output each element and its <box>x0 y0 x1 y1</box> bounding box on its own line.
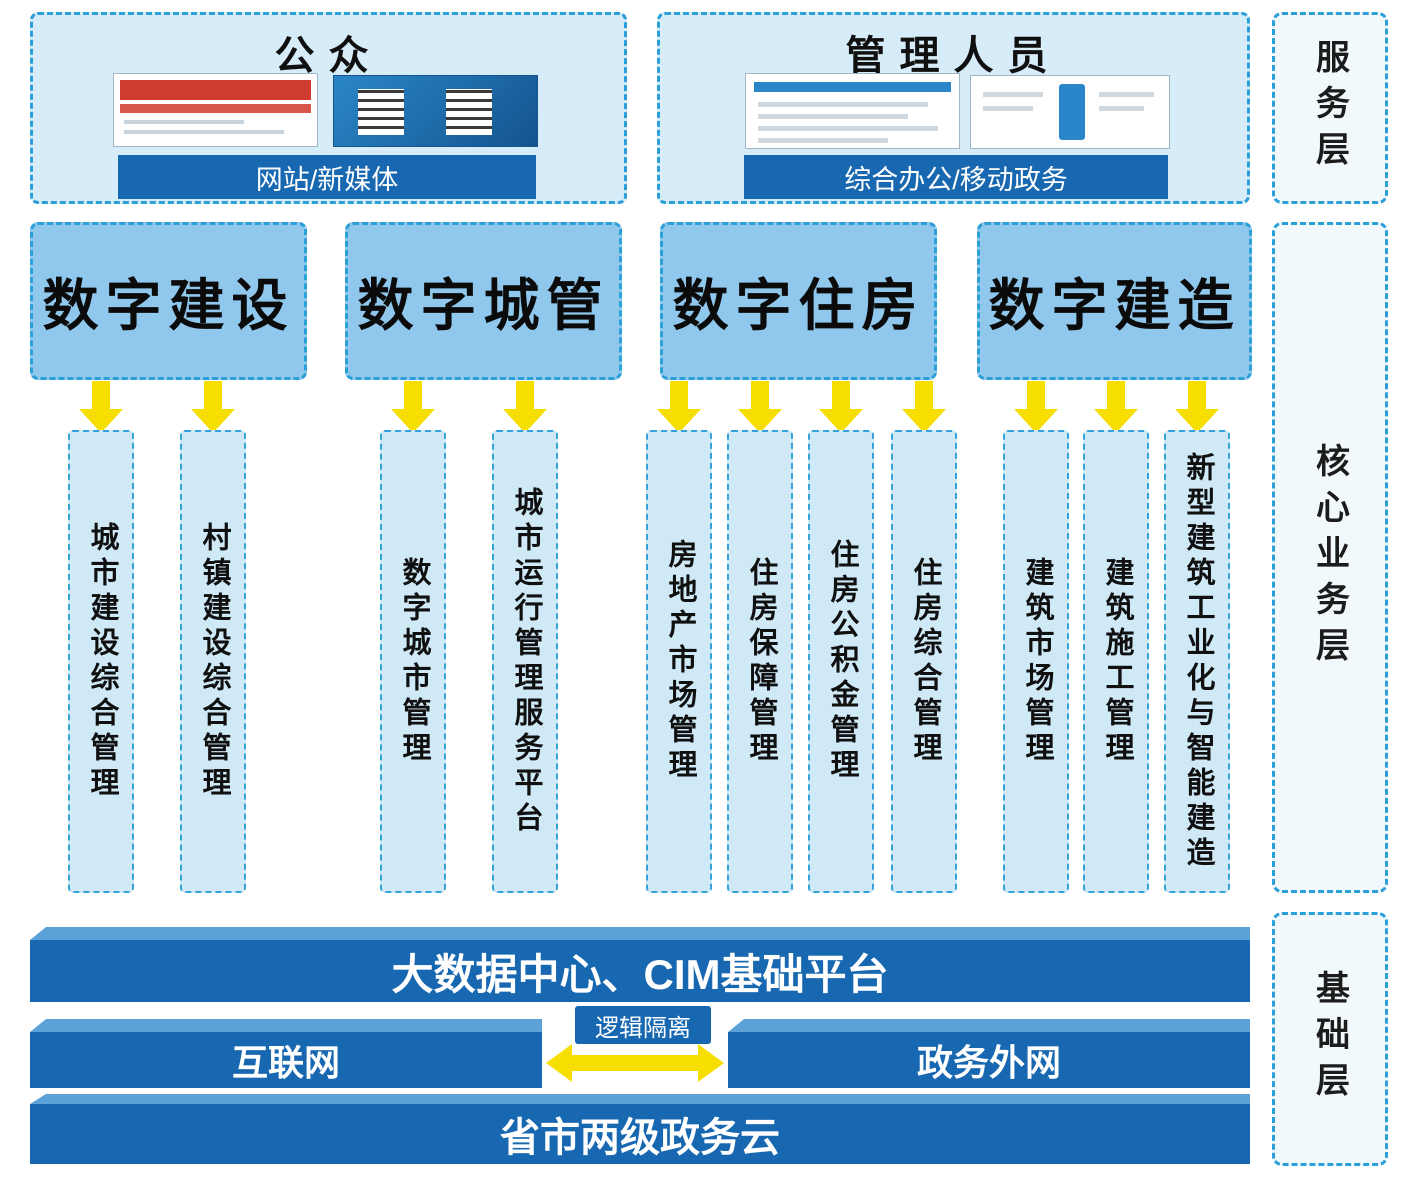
public-channel-bar: 网站/新媒体 <box>118 155 536 199</box>
down-arrow-icon <box>503 381 547 433</box>
down-arrow-icon <box>391 381 435 433</box>
column-label: 新型建筑工业化与智能建造 <box>1181 451 1214 872</box>
down-arrow-icon <box>191 381 235 433</box>
mobile-line <box>983 106 1033 111</box>
bar-top-face <box>30 1019 542 1032</box>
column-label: 住房公积金管理 <box>825 539 858 784</box>
down-arrow-icon <box>902 381 946 433</box>
website-line <box>124 120 244 124</box>
column-label: 数字城市管理 <box>397 556 430 767</box>
office-line <box>758 102 928 107</box>
admin-title: 管理人员 <box>845 34 1062 78</box>
down-arrow-icon <box>79 381 123 433</box>
website-screenshot <box>113 73 318 147</box>
column-label: 村镇建设综合管理 <box>197 521 230 802</box>
gov-extranet-bar: 政务外网 <box>728 1019 1250 1088</box>
layer-label-service: 服务层 <box>1272 12 1388 204</box>
admin-service-box: 管理人员 综合办公/移动政务 <box>657 12 1250 204</box>
bar-top-face <box>30 927 1250 940</box>
phone-icon <box>1059 84 1085 140</box>
internet-label: 互联网 <box>231 1042 340 1083</box>
down-arrow-icon <box>657 381 701 433</box>
admin-channel-bar: 综合办公/移动政务 <box>744 155 1168 199</box>
column-label: 建筑市场管理 <box>1020 556 1053 767</box>
office-system-screenshot <box>745 73 960 149</box>
mobile-line <box>1099 106 1144 111</box>
down-arrow-icon <box>819 381 863 433</box>
column-label: 城市建设综合管理 <box>85 521 118 802</box>
website-nav <box>120 104 311 113</box>
column-housing-comprehensive-mgmt: 住房综合管理 <box>891 430 957 893</box>
group-digital-urban-mgmt: 数字城管 <box>345 222 622 380</box>
column-real-estate-market-mgmt: 房地产市场管理 <box>646 430 712 893</box>
bar-top-face <box>728 1019 1250 1032</box>
mobile-line <box>1099 92 1154 97</box>
office-line <box>758 114 908 119</box>
down-arrow-icon <box>1175 381 1219 433</box>
double-arrow-icon <box>546 1044 724 1082</box>
down-arrow-icon <box>1014 381 1058 433</box>
down-arrow-icon <box>1094 381 1138 433</box>
office-line <box>758 138 888 143</box>
group-digital-construction: 数字建设 <box>30 222 307 380</box>
cloud-label: 省市两级政务云 <box>500 1116 780 1160</box>
column-label: 建筑施工管理 <box>1100 556 1133 767</box>
bar-top-face <box>30 1094 1250 1104</box>
group-digital-housing: 数字住房 <box>660 222 937 380</box>
public-title: 公众 <box>274 34 383 78</box>
internet-bar: 互联网 <box>30 1019 542 1088</box>
column-label: 城市运行管理服务平台 <box>509 486 542 837</box>
layer-label-core: 核心业务层 <box>1272 222 1388 893</box>
website-line <box>124 130 284 134</box>
extranet-label: 政务外网 <box>916 1042 1061 1083</box>
column-city-operation-platform: 城市运行管理服务平台 <box>492 430 558 893</box>
column-urban-construction-mgmt: 城市建设综合管理 <box>68 430 134 893</box>
layer-label-base: 基础层 <box>1272 912 1388 1166</box>
qr-code-icon <box>446 89 492 135</box>
mobile-gov-screenshot <box>970 75 1170 149</box>
column-label: 住房综合管理 <box>908 556 941 767</box>
column-construction-site-mgmt: 建筑施工管理 <box>1083 430 1149 893</box>
mobile-line <box>983 92 1043 97</box>
big-data-cim-platform-bar: 大数据中心、CIM基础平台 <box>30 927 1250 1002</box>
office-line <box>758 126 938 131</box>
column-construction-market-mgmt: 建筑市场管理 <box>1003 430 1069 893</box>
website-banner <box>120 80 311 100</box>
layer-label-core-text: 核心业务层 <box>1310 442 1349 673</box>
gov-cloud-bar: 省市两级政务云 <box>30 1094 1250 1164</box>
column-new-building-industrialization: 新型建筑工业化与智能建造 <box>1164 430 1230 893</box>
office-header <box>754 82 951 92</box>
column-label: 住房保障管理 <box>744 556 777 767</box>
column-housing-security-mgmt: 住房保障管理 <box>727 430 793 893</box>
layer-label-service-text: 服务层 <box>1310 39 1349 177</box>
column-housing-fund-mgmt: 住房公积金管理 <box>808 430 874 893</box>
qr-code-screenshot <box>333 75 538 147</box>
group-digital-building: 数字建造 <box>977 222 1252 380</box>
platform-label: 大数据中心、CIM基础平台 <box>391 950 889 998</box>
down-arrow-icon <box>738 381 782 433</box>
qr-code-icon <box>358 89 404 135</box>
column-village-construction-mgmt: 村镇建设综合管理 <box>180 430 246 893</box>
column-label: 房地产市场管理 <box>663 539 696 784</box>
public-service-box: 公众 网站/新媒体 <box>30 12 627 204</box>
column-digital-city-mgmt: 数字城市管理 <box>380 430 446 893</box>
layer-label-base-text: 基础层 <box>1310 970 1349 1108</box>
logical-isolation-chip: 逻辑隔离 <box>575 1006 711 1044</box>
